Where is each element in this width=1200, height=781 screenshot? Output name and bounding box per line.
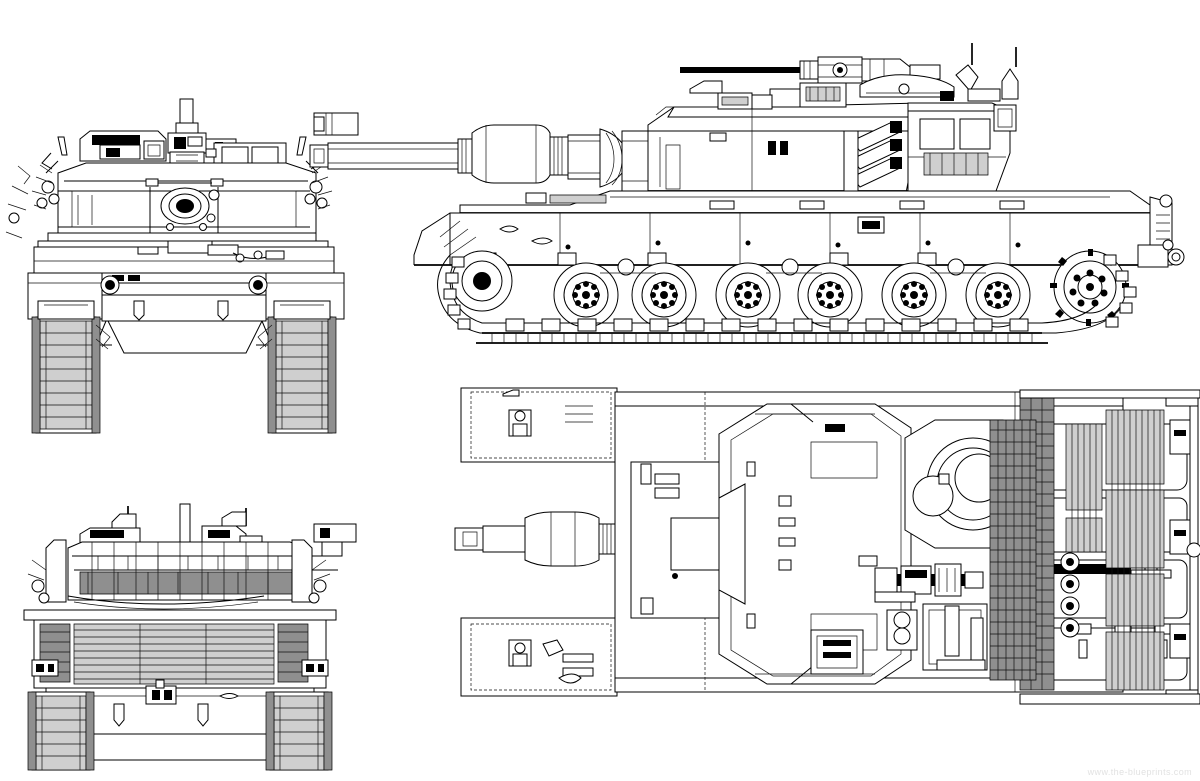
rear-view-geometry [24,504,356,770]
watermark: www.the-blueprints.com [1087,767,1192,777]
hull-side-armour [414,213,1150,265]
side-view-geometry [310,43,1184,343]
front-view-geometry [28,99,358,433]
main-gun-barrel [310,125,648,191]
track [438,254,1137,343]
return-rollers [600,259,986,275]
hull-upper [460,191,1150,213]
commander-cupola [860,65,1018,101]
idler-wheel [452,251,512,311]
front-view-side-brackets [2,160,42,280]
rear-left-track [28,692,94,770]
top-view-turret-mesh-basket [990,420,1036,680]
smoke-grenade-dischargers [844,121,902,193]
tank-side-view [300,45,1200,360]
top-view-engine-grilles [1020,390,1200,710]
tank-rear-view [18,500,363,770]
tank-front-view [18,95,363,390]
front-right-track [268,301,336,433]
rear-right-track [266,692,332,770]
road-wheels [554,263,1030,327]
turret [648,103,1016,193]
roof-mg-plan [859,556,983,602]
front-left-track [32,301,100,433]
drive-sprocket [1050,249,1129,326]
hull-rear [1138,195,1184,267]
front-fender-panels [461,388,617,696]
